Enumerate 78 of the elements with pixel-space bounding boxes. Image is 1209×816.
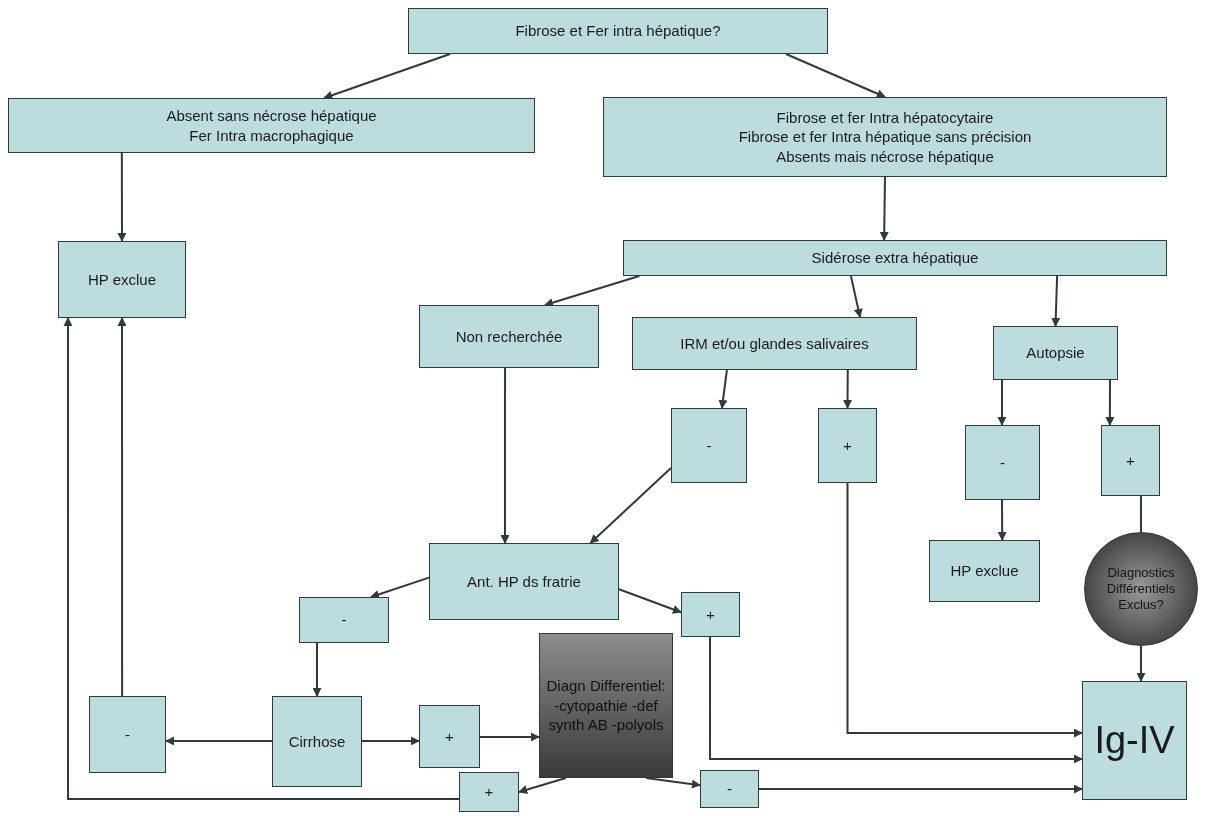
node-text: - — [125, 724, 130, 745]
arrow — [165, 736, 273, 746]
node-text: Autopsie — [1026, 343, 1085, 363]
arrow — [117, 152, 127, 242]
process-box — [700, 770, 759, 808]
arrow — [1136, 645, 1146, 682]
arrow — [997, 499, 1007, 541]
node-text: Ig-IV — [1094, 717, 1175, 763]
node-text: Fibrose et fer Intra hépatique sans précision — [738, 127, 1032, 147]
process-box — [818, 408, 877, 483]
node-text: Absents mais nécrose hépatique — [776, 146, 994, 167]
process-box — [632, 317, 917, 370]
process-box — [58, 241, 186, 318]
node-text: Fer Intra macrophagique — [189, 125, 354, 145]
node-text: HP exclue — [950, 561, 1019, 581]
arrow — [846, 482, 1083, 738]
arrow — [785, 53, 886, 98]
process-box — [419, 705, 480, 768]
node-text: Diagnostics Différentiels Exclus? — [1105, 564, 1177, 614]
node-text: - — [341, 610, 347, 630]
node-text: Fibrose et fer Intra hépatocytaire — [776, 107, 994, 128]
node-text: + — [1126, 450, 1135, 471]
process-box — [681, 592, 740, 637]
shaded-box — [539, 633, 673, 778]
node-text: - — [706, 435, 712, 456]
node-text: Fibrose et Fer intra hépatique? — [515, 21, 721, 41]
process-box — [671, 408, 747, 483]
process-box — [993, 326, 1118, 380]
process-box — [419, 305, 599, 368]
arrow — [63, 317, 460, 800]
arrow — [758, 784, 1083, 794]
arrow — [879, 176, 889, 241]
arrow — [997, 379, 1007, 426]
process-box — [8, 98, 535, 153]
arrow — [618, 588, 682, 614]
arrow — [518, 777, 567, 794]
node-text: Cirrhose — [288, 731, 346, 752]
process-box — [299, 597, 389, 643]
arrow — [1051, 275, 1061, 327]
process-box — [429, 543, 619, 620]
node-text: Absent sans nécrose hépatique — [166, 106, 377, 126]
arrow — [645, 777, 701, 789]
node-text: Sidérose extra hépatique — [811, 248, 979, 268]
node-text: + — [706, 604, 715, 625]
node-text: HP exclue — [87, 269, 157, 290]
node-text: Diagn Differentiel: -cytopathie -def synth AB -polyols — [546, 676, 666, 735]
arrow — [323, 53, 451, 100]
node-text: + — [843, 435, 852, 456]
process-box — [603, 97, 1167, 177]
process-box — [965, 425, 1040, 500]
node-text: Ant. HP ds fratrie — [467, 571, 581, 592]
arrow — [479, 732, 540, 742]
arrow — [1105, 379, 1115, 426]
process-box — [408, 8, 828, 54]
node-text: + — [484, 782, 494, 802]
arrow — [500, 367, 510, 544]
process-box — [1101, 425, 1160, 496]
process-box — [623, 240, 1167, 276]
node-text: IRM et/ou glandes salivaires — [680, 333, 869, 354]
arrow — [370, 576, 430, 599]
arrow — [849, 275, 863, 318]
process-box — [459, 772, 519, 812]
node-text: - — [1000, 452, 1005, 473]
process-box — [929, 540, 1040, 602]
arrow — [589, 467, 672, 544]
process-box — [89, 696, 166, 773]
arrow — [709, 636, 1083, 764]
process-box — [1082, 681, 1187, 800]
arrow — [718, 369, 728, 409]
process-box — [272, 696, 362, 787]
arrow — [312, 642, 322, 697]
arrow — [544, 275, 641, 307]
node-text: + — [445, 726, 454, 747]
arrow — [361, 736, 420, 746]
arrow — [117, 317, 127, 697]
node-text: Non recherchée — [455, 326, 563, 347]
node-text: - — [727, 779, 732, 799]
arrow — [843, 369, 853, 409]
